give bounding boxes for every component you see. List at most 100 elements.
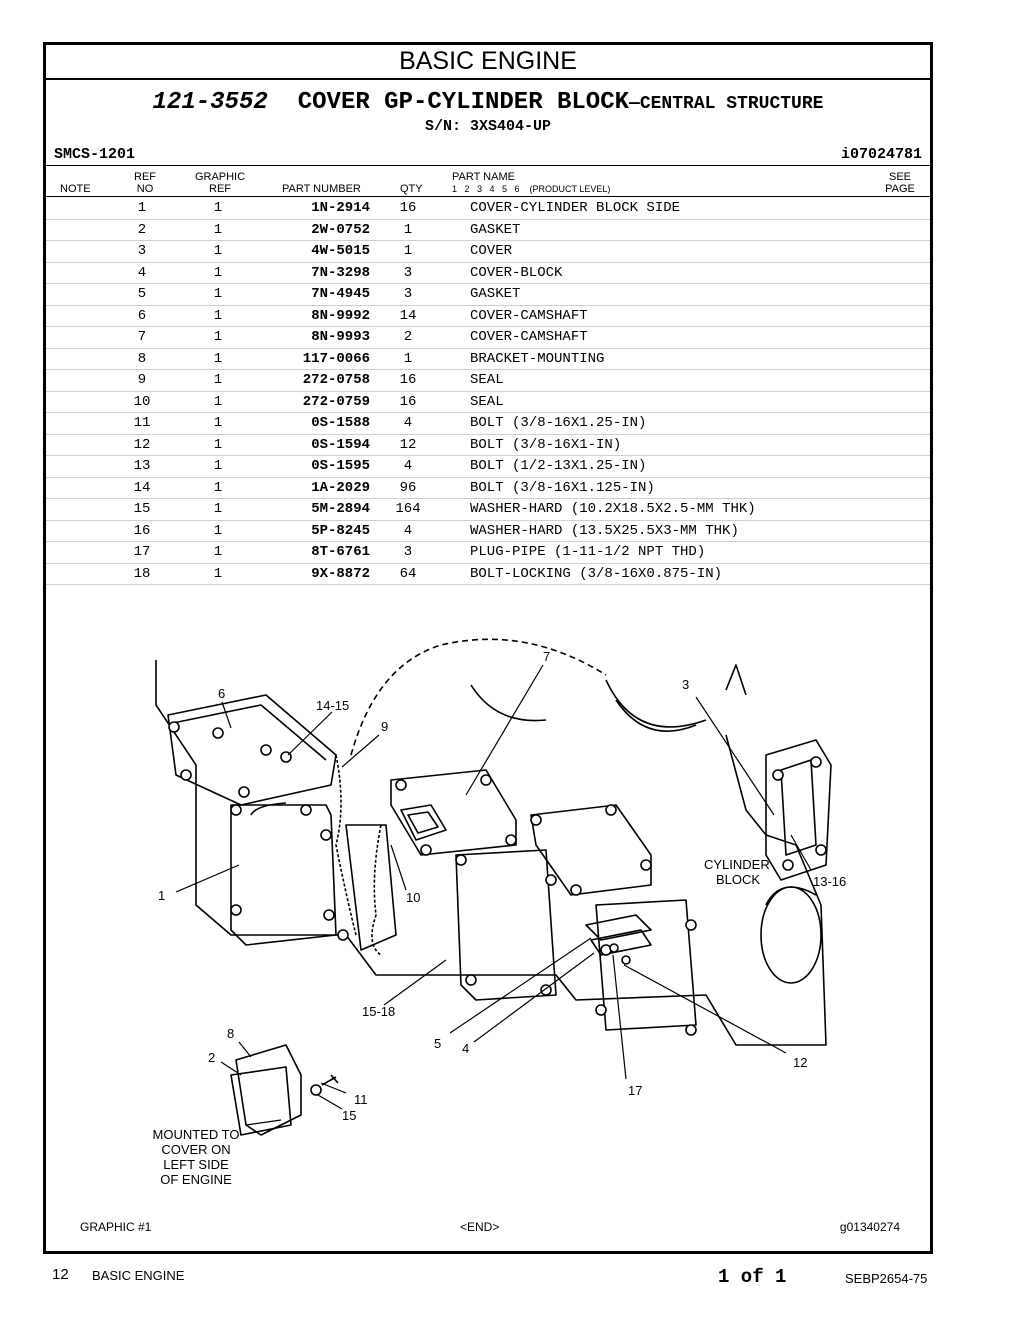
note-cell — [46, 391, 126, 413]
part-name-cell: COVER — [446, 240, 930, 263]
bore-arc-left — [470, 684, 547, 722]
serial-number: S/N: 3XS404-UP — [424, 118, 552, 135]
note-cell — [46, 434, 126, 456]
part-number-cell: 8N-9993 — [278, 326, 370, 349]
end-marker: <END> — [460, 1220, 500, 1234]
callout-15: 15 — [342, 1108, 356, 1123]
part-number-cell: 0S-1588 — [278, 412, 370, 435]
qty-cell: 1 — [370, 348, 446, 370]
doc-id: SEBP2654-75 — [845, 1271, 928, 1286]
callout-2: 2 — [208, 1050, 215, 1065]
note-cell — [46, 283, 126, 306]
callout-5: 5 — [434, 1036, 441, 1051]
callout-17: 17 — [628, 1083, 642, 1098]
graphic-ref-cell: 1 — [158, 477, 278, 499]
qty-cell: 4 — [370, 455, 446, 478]
part-number-cell: 117-0066 — [278, 348, 370, 370]
note-cell — [46, 541, 126, 564]
col-qty: QTY — [400, 183, 423, 195]
ref-no-cell: 4 — [126, 262, 158, 284]
qty-cell: 3 — [370, 283, 446, 306]
part-number-cell: 272-0758 — [278, 369, 370, 392]
col-product-level: 1 2 3 4 5 6 (PRODUCT LEVEL) — [452, 184, 611, 194]
part-number-cell: 5P-8245 — [278, 520, 370, 542]
graphic-ref-cell: 1 — [158, 369, 278, 392]
qty-cell: 12 — [370, 434, 446, 456]
page-number: 12 — [52, 1266, 69, 1283]
note-cell — [46, 477, 126, 499]
graphic-ref-cell: 1 — [158, 240, 278, 263]
gasket-5 — [590, 929, 652, 956]
qty-cell: 4 — [370, 520, 446, 542]
part-name-cell: GASKET — [446, 219, 930, 241]
qty-cell: 16 — [370, 198, 446, 220]
callout-7: 7 — [543, 649, 550, 664]
illustration-id: i07024781 — [840, 146, 922, 163]
ref-no-cell: 10 — [126, 391, 158, 413]
note-cell — [46, 348, 126, 370]
block-top-contour — [350, 638, 607, 756]
bore-arc-right-2 — [605, 679, 707, 728]
camshaft-cover-left — [167, 694, 337, 806]
graphic-ref-cell: 1 — [158, 455, 278, 478]
mounted-note-4: OF ENGINE — [160, 1172, 232, 1187]
camshaft-cover-right — [530, 804, 652, 896]
seal-frame-middle — [345, 824, 397, 951]
callout-15-18: 15-18 — [362, 1004, 395, 1019]
part-name-cell: BRACKET-MOUNTING — [446, 348, 930, 370]
col-graphic-ref-line2: REF — [209, 183, 231, 195]
note-cell — [46, 498, 126, 521]
ref-no-cell: 9 — [126, 369, 158, 392]
qty-cell: 2 — [370, 326, 446, 349]
note-cell — [46, 305, 126, 327]
part-number-cell: 272-0759 — [278, 391, 370, 413]
graphic-ref-cell: 1 — [158, 520, 278, 542]
qty-cell: 1 — [370, 240, 446, 263]
header-bottom-rule — [46, 196, 930, 197]
graphic-ref-cell: 1 — [158, 412, 278, 435]
callout-12: 12 — [793, 1055, 807, 1070]
ref-no-cell: 18 — [126, 563, 158, 585]
part-number-cell: 4W-5015 — [278, 240, 370, 263]
graphic-ref-cell: 1 — [158, 198, 278, 220]
col-ref-no-line2: NO — [136, 183, 154, 195]
note-cell — [46, 198, 126, 220]
callout-3: 3 — [682, 677, 689, 692]
part-number-cell: 9X-8872 — [278, 563, 370, 585]
part-number-cell: 7N-3298 — [278, 262, 370, 284]
part-name-cell: BOLT (3/8-16X1.25-IN) — [446, 412, 930, 435]
section-title: BASIC ENGINE — [46, 45, 930, 80]
part-name-cell: BOLT (3/8-16X1-IN) — [446, 434, 930, 456]
qty-cell: 3 — [370, 541, 446, 564]
col-ref-no-line1: REF — [134, 171, 156, 183]
note-cell — [46, 326, 126, 349]
ref-no-cell: 15 — [126, 498, 158, 521]
group-subtitle: —CENTRAL STRUCTURE — [629, 94, 824, 114]
part-number-cell: 0S-1595 — [278, 455, 370, 478]
graphic-ref-cell: 1 — [158, 283, 278, 306]
gasket-2 — [230, 1066, 292, 1136]
smcs-code: SMCS-1201 — [54, 146, 136, 163]
ref-no-cell: 14 — [126, 477, 158, 499]
callout-8: 8 — [227, 1026, 234, 1041]
qty-cell: 3 — [370, 262, 446, 284]
callout-13-16: 13-16 — [813, 874, 846, 889]
ref-no-cell: 11 — [126, 412, 158, 435]
callout-4: 4 — [462, 1041, 469, 1056]
cylinder-label-2: BLOCK — [716, 872, 760, 887]
note-cell — [46, 219, 126, 241]
ref-no-cell: 13 — [126, 455, 158, 478]
part-number-cell: 8T-6761 — [278, 541, 370, 564]
note-cell — [46, 563, 126, 585]
